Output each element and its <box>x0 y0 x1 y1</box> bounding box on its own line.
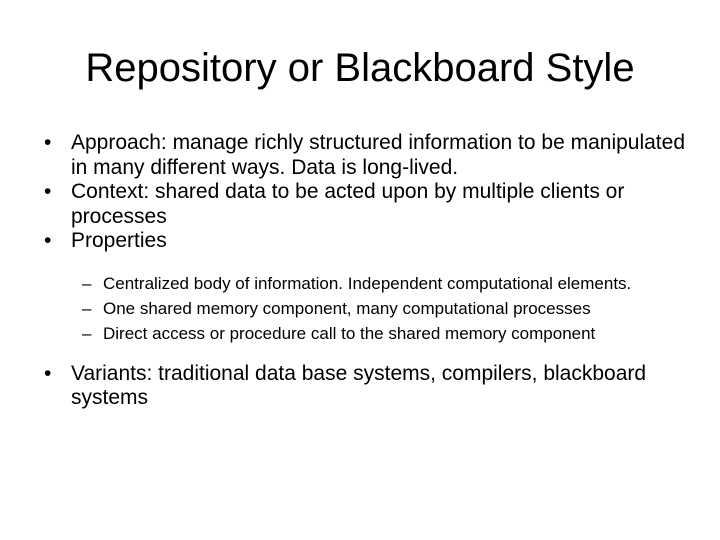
bullet-properties: • Properties <box>44 229 694 254</box>
sub-bullet-text: Direct access or procedure call to the s… <box>103 323 596 343</box>
sub-bullet-marker: – <box>82 298 92 318</box>
sub-bullet-marker: – <box>82 323 92 343</box>
sub-bullet-marker: – <box>82 273 92 293</box>
bullet-list: • Approach: manage richly structured inf… <box>44 131 694 411</box>
sub-bullet-text: Centralized body of information. Indepen… <box>103 273 632 293</box>
bullet-text: Variants: traditional data base systems,… <box>71 361 647 410</box>
bullet-marker: • <box>44 229 52 252</box>
properties-sublist: – Centralized body of information. Indep… <box>82 273 694 344</box>
sub-bullet-direct-access: – Direct access or procedure call to the… <box>82 323 694 344</box>
bullet-text: Properties <box>71 229 167 252</box>
sub-bullet-centralized: – Centralized body of information. Indep… <box>82 273 694 294</box>
bullet-approach: • Approach: manage richly structured inf… <box>44 131 694 180</box>
sub-bullet-text: One shared memory component, many comput… <box>103 298 591 318</box>
bullet-marker: • <box>44 361 52 385</box>
bullet-text: Context: shared data to be acted upon by… <box>71 180 625 228</box>
bullet-marker: • <box>44 180 52 203</box>
bullet-text: Approach: manage richly structured infor… <box>71 131 686 179</box>
sub-bullet-shared-memory: – One shared memory component, many comp… <box>82 298 694 319</box>
slide-title: Repository or Blackboard Style <box>85 46 635 90</box>
bullet-variants: • Variants: traditional data base system… <box>44 362 694 411</box>
bullet-context: • Context: shared data to be acted upon … <box>44 180 694 229</box>
bullet-marker: • <box>44 131 52 154</box>
